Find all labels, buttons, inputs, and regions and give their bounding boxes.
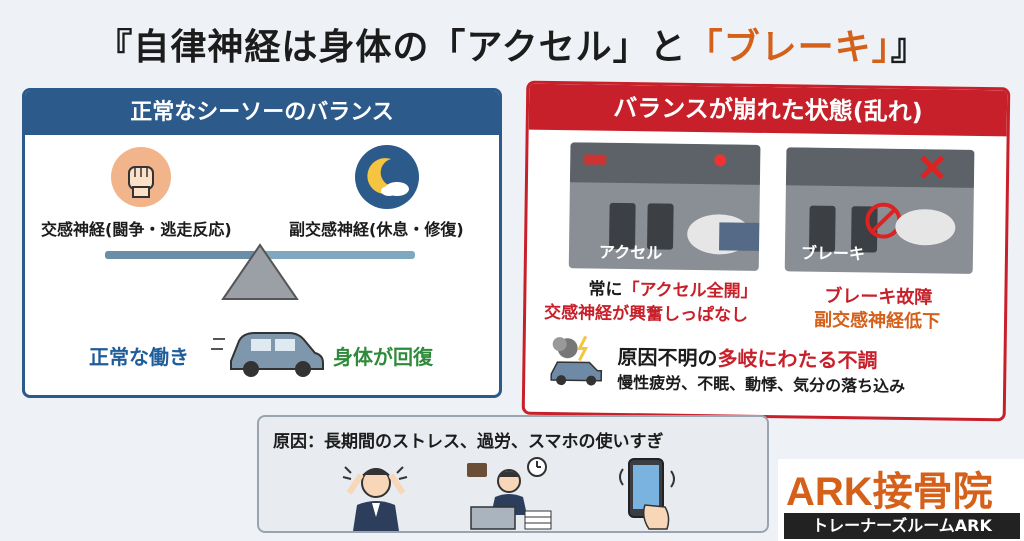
brake-label: ブレーキ bbox=[800, 243, 866, 264]
clinic-subname: トレーナーズルームARK bbox=[784, 513, 1020, 539]
symptoms-list: 慢性疲労、不眠、動悸、気分の落ち込み bbox=[617, 372, 906, 396]
symptoms-title-b: 多岐にわたる不調 bbox=[717, 346, 878, 373]
cause-box: 原因：長期間のストレス、過労、スマホの使いすぎ bbox=[257, 415, 769, 533]
accelerator-pedal-image: アクセル bbox=[568, 142, 761, 271]
seesaw-illustration bbox=[105, 241, 415, 301]
brake-pedal-image: ブレーキ bbox=[784, 147, 975, 274]
cause-text: 原因：長期間のストレス、過労、スマホの使いすぎ bbox=[273, 432, 664, 452]
sympathetic-label: 交感神経(闘争・逃走反応) bbox=[41, 220, 232, 239]
title-part2: 「ブレーキ」 bbox=[686, 27, 891, 68]
overworked-person-icon bbox=[465, 455, 553, 531]
smartphone-icon bbox=[615, 453, 683, 531]
balance-panel: 正常なシーソーのバランス 交感神経(闘争・逃走反応) 副交感神経(休息・修復) … bbox=[22, 88, 502, 398]
stressed-person-icon bbox=[339, 453, 413, 531]
accel-caption-line1: 常に「アクセル全開」 bbox=[588, 275, 757, 302]
accel-caption-line2: 交感神経が興奮しっぱなし bbox=[543, 302, 749, 326]
moon-icon bbox=[355, 145, 419, 209]
clinic-logo: ARK接骨院 トレーナーズルームARK bbox=[778, 459, 1024, 541]
page-title: 『自律神経は身体の「アクセル」と「ブレーキ」』 bbox=[0, 18, 1024, 70]
balance-panel-header: 正常なシーソーのバランス bbox=[25, 91, 499, 135]
clinic-name: ARK接骨院 bbox=[786, 470, 993, 514]
accel-label: アクセル bbox=[598, 242, 663, 263]
title-part3: 』 bbox=[890, 27, 928, 68]
brake-caption-line2: 副交感神経低下 bbox=[813, 309, 941, 333]
accel-caption-1a: 常に bbox=[588, 279, 623, 300]
title-part1: 『自律神経は身体の「アクセル」と bbox=[96, 27, 687, 68]
broken-car-icon bbox=[545, 334, 610, 387]
fist-icon bbox=[111, 147, 171, 207]
car-icon bbox=[211, 319, 331, 383]
body-recovery-label: 身体が回復 bbox=[333, 345, 433, 369]
imbalance-panel-header: バランスが崩れた状態(乱れ) bbox=[528, 83, 1008, 137]
imbalance-panel: バランスが崩れた状態(乱れ) アクセル ブレーキ 常に「アクセル全開」 bbox=[521, 80, 1011, 422]
normal-function-label: 正常な働き bbox=[89, 345, 189, 369]
parasympathetic-label: 副交感神経(休息・修復) bbox=[289, 220, 464, 239]
symptoms-title-a: 原因不明の bbox=[617, 344, 718, 371]
